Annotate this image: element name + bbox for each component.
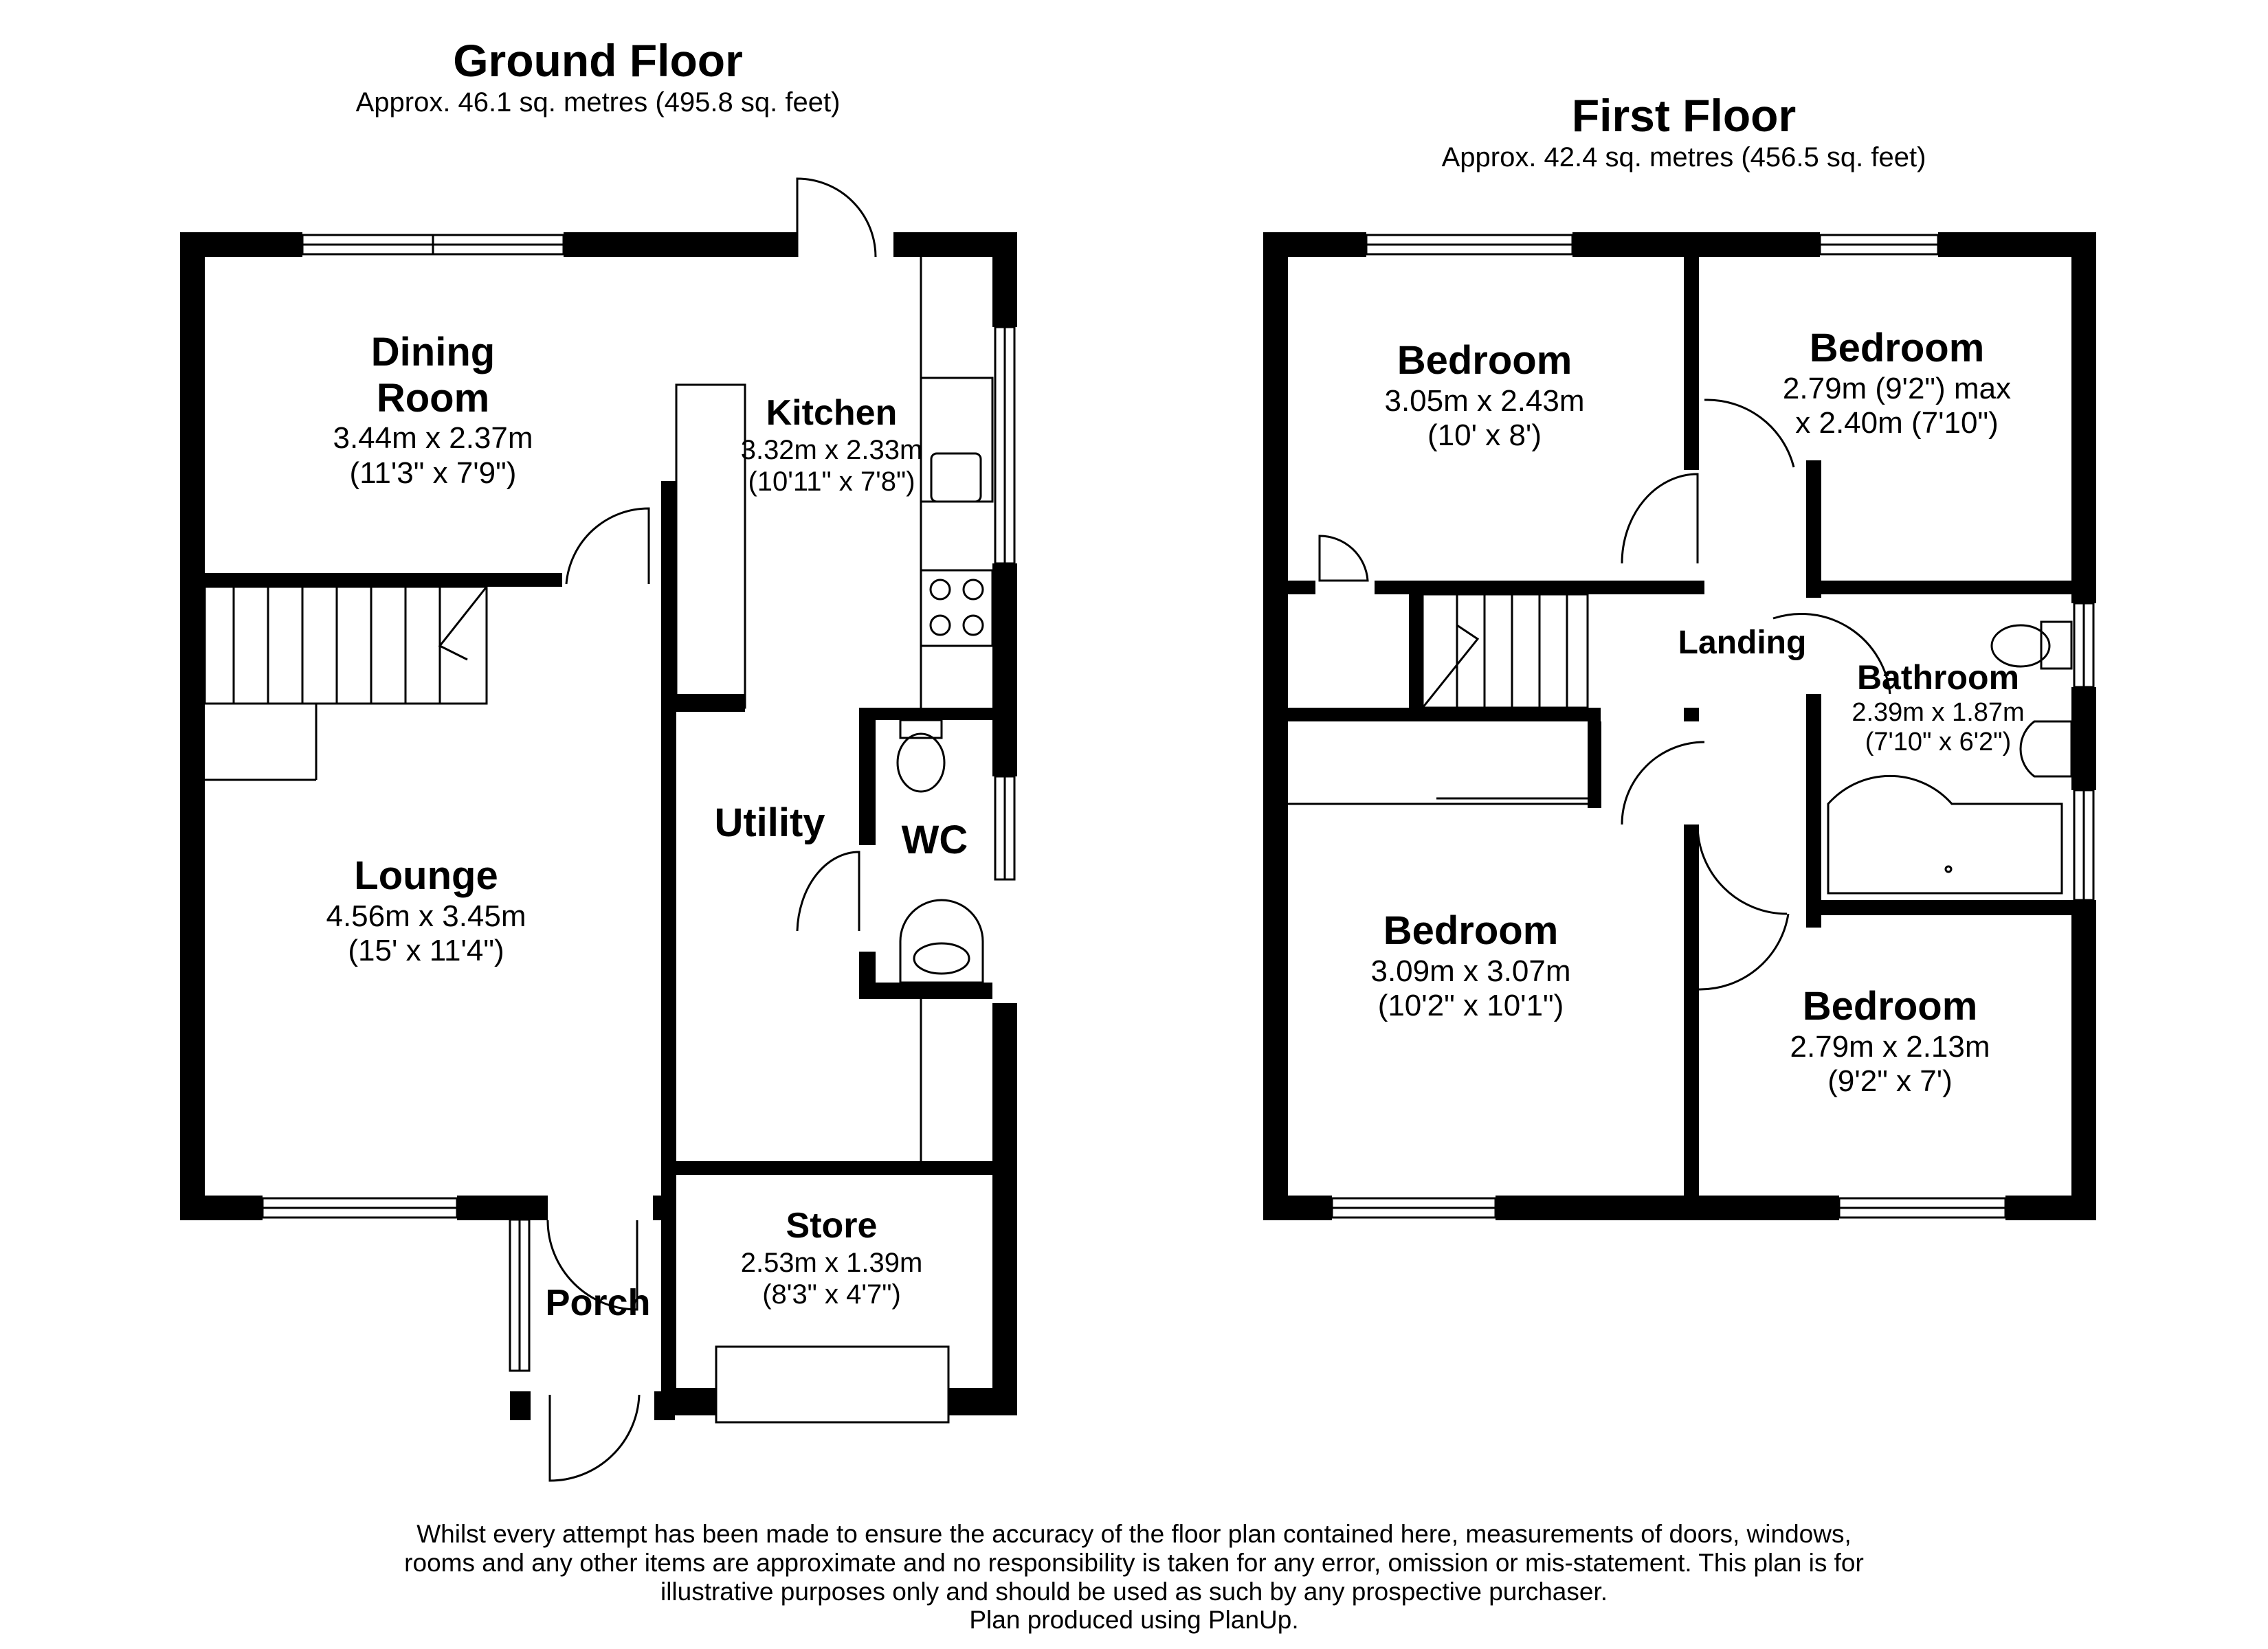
- room-bathroom: Bathroom 2.39m x 1.87m (7'10" x 6'2"): [1821, 658, 2055, 758]
- ground-floor-windows: [261, 234, 1016, 1424]
- first-floor-bathroom-fixtures: [1827, 620, 2073, 895]
- room-bedroom-3: Bedroom 3.09m x 3.07m (10'2" x 10'1"): [1313, 908, 1629, 1024]
- room-dimensions-imperial: (15' x 11'4"): [348, 934, 504, 968]
- room-name: Kitchen: [766, 393, 898, 433]
- disclaimer-line-4: Plan produced using PlanUp.: [969, 1606, 1299, 1635]
- ground-floor-kitchen-units: [675, 257, 994, 1161]
- room-dimensions-metric: 3.09m x 3.07m: [1370, 954, 1571, 988]
- first-floor-area: Approx. 42.4 sq. metres (456.5 sq. feet): [1441, 142, 1926, 172]
- ground-floor-stairs: [203, 585, 488, 781]
- ground-floor-walls: [180, 232, 1017, 1420]
- room-landing: Landing: [1663, 624, 1821, 662]
- disclaimer-line-1: Whilst every attempt has been made to en…: [416, 1520, 1852, 1548]
- ground-floor-wc-fixtures: [896, 719, 984, 984]
- room-dimensions-imperial: (9'2" x 7'): [1827, 1064, 1953, 1099]
- room-name: WC: [901, 818, 968, 862]
- first-floor-doors: [1318, 399, 1891, 991]
- ground-floor-doors: [546, 177, 877, 1482]
- room-kitchen: Kitchen 3.32m x 2.33m (10'11" x 7'8"): [715, 393, 948, 497]
- room-store: Store 2.53m x 1.39m (8'3" x 4'7"): [694, 1206, 969, 1310]
- room-dining-room: Dining Room 3.44m x 2.37m (11'3" x 7'9"): [275, 330, 591, 491]
- room-name: Porch: [545, 1282, 651, 1323]
- room-name: Bedroom: [1383, 908, 1559, 953]
- room-dimensions-imperial: (10'11" x 7'8"): [748, 466, 915, 497]
- room-dimensions-imperial: (11'3" x 7'9"): [349, 456, 517, 490]
- room-dimensions-line-2: x 2.40m (7'10"): [1795, 406, 1999, 440]
- disclaimer-line-3: illustrative purposes only and should be…: [660, 1577, 1608, 1606]
- first-floor-stairs: [1421, 593, 1589, 709]
- first-floor-heading: First Floor Approx. 42.4 sq. metres (456…: [1340, 91, 2027, 174]
- room-name: Bedroom: [1809, 326, 1985, 370]
- room-wc: WC: [887, 818, 983, 864]
- room-bedroom-2: Bedroom 2.79m (9'2") max x 2.40m (7'10"): [1725, 326, 2069, 441]
- room-utility: Utility: [687, 800, 852, 846]
- first-floor-title: First Floor: [1571, 90, 1797, 141]
- room-name: Landing: [1678, 625, 1807, 661]
- room-dimensions-metric: 3.05m x 2.43m: [1384, 383, 1585, 418]
- room-name: Lounge: [354, 853, 498, 898]
- room-dimensions-metric: 3.44m x 2.37m: [333, 421, 533, 456]
- room-dimensions-imperial: (8'3" x 4'7"): [762, 1279, 901, 1310]
- ground-floor-heading: Ground Floor Approx. 46.1 sq. metres (49…: [261, 36, 935, 119]
- room-porch: Porch: [536, 1281, 660, 1324]
- room-dimensions-imperial: (10'2" x 10'1"): [1377, 989, 1564, 1023]
- room-name: Bedroom: [1802, 984, 1978, 1029]
- room-dimensions-metric: 4.56m x 3.45m: [326, 899, 526, 933]
- room-name: Dining Room: [370, 330, 496, 420]
- disclaimer: Whilst every attempt has been made to en…: [309, 1520, 1959, 1635]
- room-name: Bathroom: [1856, 658, 2020, 697]
- room-dimensions-metric: 2.79m x 2.13m: [1790, 1029, 1990, 1064]
- room-name: Bedroom: [1397, 338, 1572, 383]
- room-dimensions-metric: 3.32m x 2.33m: [740, 434, 923, 465]
- room-dimensions-imperial: (7'10" x 6'2"): [1865, 728, 2012, 757]
- first-floor-walls: [1263, 232, 2096, 1220]
- room-name: Store: [786, 1206, 878, 1246]
- ground-floor-title: Ground Floor: [453, 35, 743, 86]
- first-floor-windows: [1331, 234, 2095, 1219]
- disclaimer-line-2: rooms and any other items are approximat…: [404, 1548, 1864, 1577]
- room-lounge: Lounge 4.56m x 3.45m (15' x 11'4"): [261, 853, 591, 969]
- room-bedroom-1: Bedroom 3.05m x 2.43m (10' x 8'): [1326, 338, 1643, 453]
- room-dimensions-imperial: (10' x 8'): [1427, 418, 1542, 453]
- ground-floor-area: Approx. 46.1 sq. metres (495.8 sq. feet): [355, 87, 841, 117]
- first-floor-wardrobe: [1288, 797, 1588, 805]
- room-dimensions-line-1: 2.79m (9'2") max: [1782, 371, 2012, 405]
- room-bedroom-4: Bedroom 2.79m x 2.13m (9'2" x 7'): [1732, 984, 2048, 1099]
- room-dimensions-metric: 2.53m x 1.39m: [740, 1247, 923, 1278]
- room-name: Utility: [714, 800, 825, 845]
- room-dimensions-metric: 2.39m x 1.87m: [1852, 697, 2025, 727]
